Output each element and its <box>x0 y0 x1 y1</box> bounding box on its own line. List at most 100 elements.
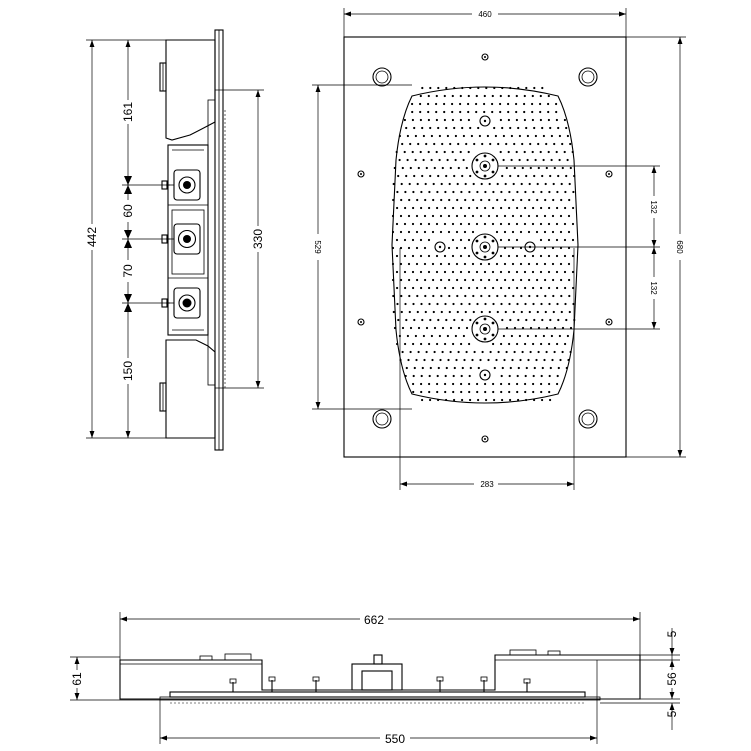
nozzle-dot <box>469 86 472 90</box>
nozzle-dot <box>483 102 486 106</box>
nozzle-dot <box>550 158 553 162</box>
nozzle-dot <box>542 158 545 162</box>
nozzle-dot <box>448 182 451 186</box>
nozzle-dot <box>524 382 527 386</box>
nozzle-dot <box>395 238 399 242</box>
nozzle-dot <box>417 166 420 170</box>
nozzle-dot <box>398 158 401 162</box>
nozzle-dot <box>568 310 571 314</box>
nozzle-dot <box>475 222 479 226</box>
nozzle-dot <box>429 318 432 322</box>
rosette-lower <box>471 315 499 343</box>
nozzle-dot <box>556 190 559 194</box>
nozzle-dot <box>460 286 463 290</box>
nozzle-dot <box>499 94 502 98</box>
nozzle-dot <box>419 110 422 114</box>
nozzle-dot <box>532 286 535 290</box>
nozzle-dot <box>423 262 427 266</box>
nozzle-dot <box>492 302 495 306</box>
nozzle-dot <box>524 190 527 194</box>
nozzle-dot <box>403 270 407 274</box>
nozzle-dot <box>459 222 463 226</box>
nozzle-dot <box>461 398 464 402</box>
spray-face-outline <box>391 86 579 404</box>
nozzle-dot <box>555 118 559 122</box>
nozzle-dot <box>505 142 508 146</box>
nozzle-dot <box>558 134 562 138</box>
nozzle-dot <box>411 222 415 226</box>
nozzle-dot <box>404 206 407 210</box>
nozzle-dot <box>393 326 397 330</box>
nozzle-dot <box>548 342 551 346</box>
nozzle-dot <box>443 254 447 258</box>
nozzle-dot <box>461 126 464 130</box>
nozzle-dot <box>510 134 513 138</box>
nozzle-dot <box>478 134 481 138</box>
nozzle-dot <box>528 198 531 202</box>
nozzle-dot <box>511 214 515 218</box>
nozzle-dot <box>534 334 538 338</box>
nozzle-dot <box>557 126 560 130</box>
nozzle-dot <box>520 294 523 298</box>
nozzle-dot <box>509 398 512 402</box>
nozzle-dot <box>432 310 435 314</box>
nozzle-dot <box>539 150 542 154</box>
nozzle-dot <box>495 230 499 234</box>
nozzle-dot <box>563 150 566 154</box>
nozzle-dot <box>502 134 505 138</box>
nozzle-dot <box>432 278 435 282</box>
nozzle-dot <box>447 358 450 362</box>
dim-330-label: 330 <box>251 229 265 249</box>
nozzle-dot <box>453 86 456 90</box>
nozzle-dot <box>491 94 494 98</box>
nozzle-dot <box>400 198 403 202</box>
nozzle-dot <box>439 230 443 234</box>
nozzle-dot <box>407 358 410 362</box>
nozzle-dot <box>422 158 425 162</box>
nozzle-dot <box>518 334 522 338</box>
nozzle-dot <box>517 174 520 178</box>
nozzle-dot <box>464 310 467 314</box>
nozzle-dot <box>433 166 436 170</box>
nozzle-dot <box>556 302 559 306</box>
nozzle-dot <box>539 110 542 114</box>
nozzle-dot <box>505 350 508 354</box>
dim-70-label: 70 <box>121 264 135 278</box>
nozzle-dot <box>436 286 439 290</box>
nozzle-dot <box>468 190 471 194</box>
dim-60-label: 60 <box>121 204 135 218</box>
nozzle-dot <box>408 310 411 314</box>
nozzle-dot <box>445 398 448 402</box>
nozzle-dot <box>398 134 401 138</box>
nozzle-dot <box>472 310 475 314</box>
nozzle-dot <box>463 262 467 266</box>
nozzle-dot <box>411 118 414 122</box>
nozzle-dot <box>524 342 527 346</box>
nozzle-dot <box>454 158 457 162</box>
nozzle-dot <box>549 318 552 322</box>
nozzle-dot <box>429 398 432 402</box>
nozzle-dot <box>499 238 503 242</box>
nozzle-dot <box>544 310 547 314</box>
nozzle-dot <box>556 382 559 386</box>
nozzle-dot <box>524 302 527 306</box>
nozzle-dot <box>561 142 564 146</box>
nozzle-dot <box>563 222 567 226</box>
nozzle-dot <box>500 302 503 306</box>
nozzle-dot <box>428 382 431 386</box>
nozzle-dot <box>513 350 516 354</box>
nozzle-dot <box>533 174 536 178</box>
nozzle-dot <box>561 166 564 170</box>
nozzle-dot <box>556 206 559 210</box>
nozzle-dot <box>539 118 543 122</box>
nozzle-dot <box>513 326 517 330</box>
nozzle-dot <box>523 270 527 274</box>
nozzle-dot <box>565 318 568 322</box>
nozzle-dot <box>484 382 487 386</box>
nozzle-dot <box>411 254 415 258</box>
nozzle-dot <box>445 318 448 322</box>
nozzle-dot <box>420 342 423 346</box>
nozzle-dot <box>441 326 445 330</box>
nozzle-dot <box>519 214 523 218</box>
nozzle-dot <box>467 118 470 122</box>
